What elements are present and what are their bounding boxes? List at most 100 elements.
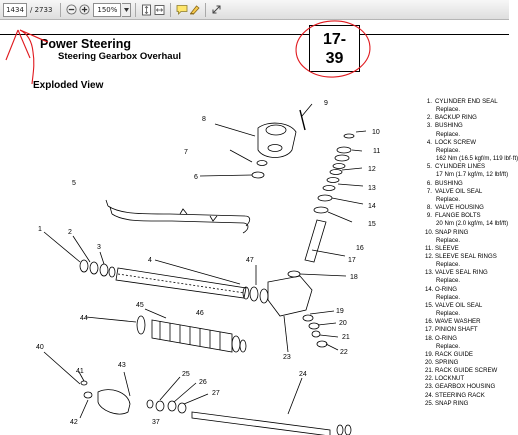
part-number: 8. bbox=[426, 204, 432, 212]
part-note: 20 Nm (2.0 kgf/m, 14 lbf/ft) bbox=[436, 220, 509, 228]
parts-list-item: 16.WAVE WASHER bbox=[425, 318, 515, 326]
part-number: 1. bbox=[426, 98, 432, 105]
part-note: Replace. bbox=[436, 277, 461, 285]
part-number: 9. bbox=[426, 212, 432, 220]
part-name: CYLINDER LINES bbox=[435, 163, 486, 171]
part-number: 19. bbox=[425, 350, 434, 358]
zoom-dropdown-button[interactable] bbox=[122, 2, 132, 17]
parts-list-item: 10.SNAP RING bbox=[425, 229, 515, 237]
callout-26: 26 bbox=[199, 379, 207, 386]
part-name: O-RING bbox=[435, 334, 458, 342]
part-number: 14. bbox=[425, 285, 434, 293]
header-rule bbox=[0, 34, 509, 35]
callout-25: 25 bbox=[182, 371, 190, 378]
callout-15: 15 bbox=[368, 221, 376, 228]
callout-14: 14 bbox=[368, 203, 376, 210]
callout-19: 19 bbox=[336, 308, 344, 315]
callout-1: 1 bbox=[38, 226, 42, 233]
zoom-in-button[interactable] bbox=[78, 3, 91, 17]
parts-list-item: 18.O-RING bbox=[425, 335, 515, 343]
zoom-out-icon bbox=[66, 4, 77, 15]
section-heading: Exploded View bbox=[33, 80, 104, 91]
part-number: 23. bbox=[425, 383, 434, 391]
callout-40: 42 bbox=[70, 419, 78, 426]
parts-list-item: 1.CYLINDER END SEAL bbox=[425, 98, 515, 106]
part-number: 7. bbox=[426, 187, 432, 195]
part-number: 13. bbox=[425, 269, 434, 277]
callout-46: 46 bbox=[196, 310, 204, 317]
part-name: LOCKNUT bbox=[435, 375, 465, 383]
part-name: SLEEVE SEAL RINGS bbox=[435, 252, 497, 260]
parts-list-item: 24.STEERING RACK bbox=[425, 392, 515, 400]
part-number: 3. bbox=[426, 122, 432, 130]
callout-44: 44 bbox=[80, 315, 88, 322]
callout-5: 5 bbox=[72, 180, 76, 187]
part-note: Replace. bbox=[436, 130, 461, 138]
page-total-label: / 2733 bbox=[30, 5, 53, 14]
callout-3: 3 bbox=[97, 244, 101, 251]
part-name: BUSHING bbox=[435, 122, 463, 130]
part-name: BACKUP RING bbox=[435, 114, 477, 122]
part-name: O-RING bbox=[435, 285, 458, 293]
parts-list-item: 20.SPRING bbox=[425, 359, 515, 367]
fit-page-button[interactable] bbox=[140, 3, 153, 17]
part-number: 17. bbox=[425, 326, 434, 334]
part-number: 4. bbox=[426, 138, 432, 146]
parts-list-item: 11.SLEEVE bbox=[425, 245, 515, 253]
part-name: VALVE HOUSING bbox=[435, 204, 484, 212]
cylinder-line-lower bbox=[111, 213, 249, 234]
part-number: 25. bbox=[425, 399, 434, 407]
valve-housing bbox=[257, 122, 297, 158]
pinion-shaft bbox=[304, 219, 327, 263]
fit-width-button[interactable] bbox=[153, 3, 166, 17]
highlight-button[interactable] bbox=[188, 3, 201, 17]
callout-22: 22 bbox=[340, 349, 348, 356]
parts-list-item: 6.BUSHING bbox=[425, 180, 515, 188]
callout-11: 11 bbox=[373, 148, 380, 155]
callout-16: 16 bbox=[356, 245, 364, 252]
expand-button[interactable] bbox=[210, 3, 223, 17]
parts-list-item: 12.SLEEVE SEAL RINGS bbox=[425, 253, 515, 261]
callout-27: 27 bbox=[212, 390, 220, 397]
gearbox-housing-body bbox=[267, 275, 313, 317]
toolbar-separator bbox=[135, 2, 137, 17]
part-name: SNAP RING bbox=[435, 228, 469, 236]
toolbar-separator bbox=[60, 2, 62, 17]
callout-7: 7 bbox=[184, 149, 188, 156]
part-number: 20. bbox=[425, 359, 434, 366]
toolbar-separator bbox=[170, 2, 172, 17]
part-number: 22. bbox=[425, 375, 434, 383]
fit-page-icon bbox=[142, 4, 152, 15]
callout-20: 20 bbox=[339, 320, 347, 327]
part-note: Replace. bbox=[436, 261, 461, 269]
comment-button[interactable] bbox=[175, 3, 188, 17]
callout-13: 13 bbox=[368, 185, 376, 192]
highlight-marker-icon bbox=[189, 5, 200, 15]
part-name: SNAP RING bbox=[435, 399, 469, 407]
parts-list-item: 7.VALVE OIL SEAL bbox=[425, 188, 515, 196]
callout-10: 10 bbox=[372, 129, 380, 136]
part-note: Replace. bbox=[436, 310, 461, 318]
callout-8: 8 bbox=[202, 116, 206, 123]
part-name: FLANGE BOLTS bbox=[435, 212, 481, 220]
zoom-level-input[interactable]: 150% bbox=[93, 2, 122, 17]
part-name: LOCK SCREW bbox=[435, 138, 476, 146]
part-note: Replace. bbox=[436, 293, 461, 301]
part-number: 6. bbox=[426, 179, 432, 187]
parts-list-item: 13.VALVE SEAL RING bbox=[425, 269, 515, 277]
part-name: RACK GUIDE bbox=[435, 350, 473, 358]
chevron-down-icon bbox=[123, 7, 129, 12]
current-page-input[interactable]: 1434 bbox=[3, 2, 27, 17]
part-note: Replace. bbox=[436, 106, 461, 114]
zoom-in-icon bbox=[79, 4, 90, 15]
exploded-view-diagram: 9 8 7 6 5 10 11 12 13 14 15 16 17 18 19 … bbox=[36, 100, 380, 435]
callout-17: 17 bbox=[348, 257, 356, 264]
parts-list-item: 19.RACK GUIDE bbox=[425, 351, 515, 359]
toolbar-separator bbox=[205, 2, 207, 17]
part-name: GEARBOX HOUSING bbox=[435, 383, 496, 391]
comment-icon bbox=[176, 5, 188, 15]
zoom-out-button[interactable] bbox=[65, 3, 78, 17]
parts-list-item: 14.O-RING bbox=[425, 286, 515, 294]
part-name: WAVE WASHER bbox=[435, 318, 481, 326]
